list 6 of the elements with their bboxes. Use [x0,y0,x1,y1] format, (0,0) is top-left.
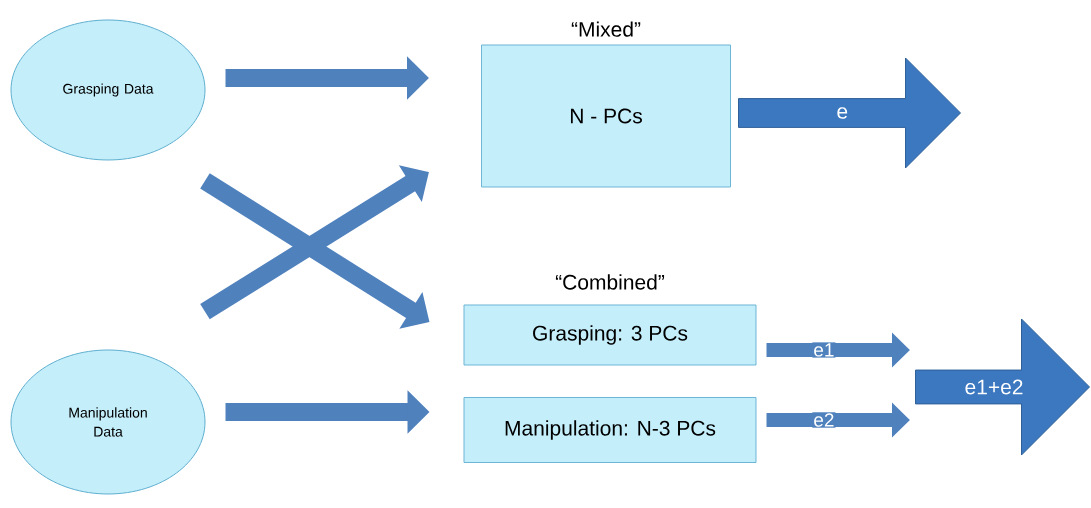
process-box: Grasping: 3 PCs [463,304,757,366]
process-box: Manipulation: N-3 PCs [463,397,757,463]
process-box: N - PCs [481,44,731,188]
box-heading: “Mixed” [571,21,641,37]
edge-label: e2 [814,413,834,427]
edge-label: e1 [814,343,834,357]
